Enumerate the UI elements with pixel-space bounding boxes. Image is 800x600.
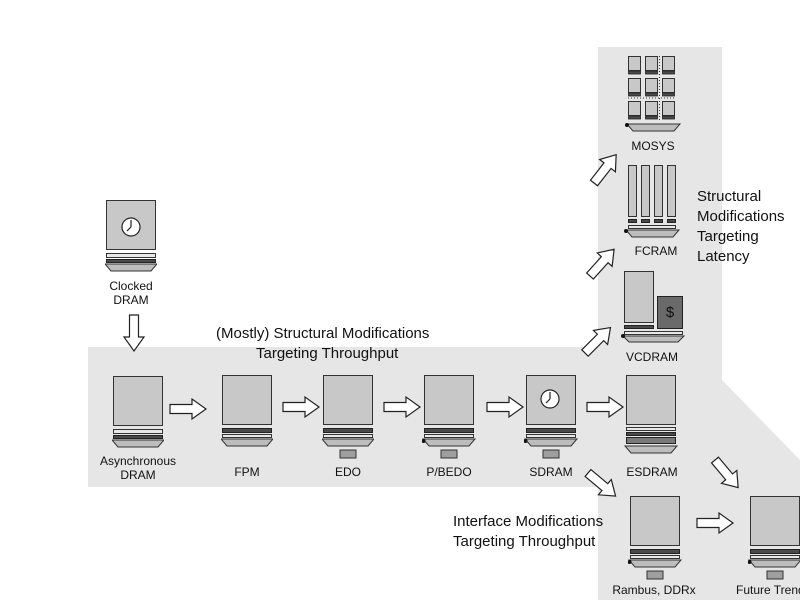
pbedo-label: P/BEDO	[426, 465, 472, 479]
sdram-chip	[524, 375, 578, 461]
interface-caption-line2: Targeting Throughput	[453, 533, 596, 550]
fpm-label: FPM	[234, 465, 260, 479]
throughput-caption-line1: (Mostly) Structural Modifications	[216, 325, 430, 342]
latency-caption-line3: Targeting	[697, 228, 759, 245]
latency-caption-line1: Structural	[697, 188, 762, 205]
edo-chip	[322, 375, 374, 461]
future-trends-label: Future Trends	[736, 583, 800, 597]
esdram-chip	[624, 375, 678, 461]
async-dram-label-line2: DRAM	[120, 468, 156, 482]
rambus-chip	[628, 496, 686, 582]
async-dram-label-line1: Asynchronous	[99, 454, 177, 468]
pbedo-chip	[422, 375, 476, 461]
clocked-dram-label-line1: Clocked	[109, 279, 153, 293]
interface-caption-line1: Interface Modifications	[453, 513, 604, 530]
esdram-label: ESDRAM	[626, 465, 678, 479]
fcram-chip	[624, 165, 680, 239]
vcdram-label: VCDRAM	[625, 350, 678, 364]
clocked-dram-chip	[105, 200, 157, 272]
vcdram-chip: $	[620, 271, 686, 343]
sdram-label: SDRAM	[529, 465, 573, 479]
fpm-chip	[221, 375, 273, 447]
future-trends-chip	[748, 496, 800, 582]
edo-label: EDO	[334, 465, 361, 479]
rambus-label: Rambus, DDRx	[612, 583, 696, 597]
mosys-label: MOSYS	[631, 139, 675, 153]
throughput-caption-line2: Targeting Throughput	[256, 345, 399, 362]
latency-caption-line4: Latency	[697, 248, 750, 265]
mosys-chip	[624, 54, 682, 134]
clocked-dram-label-line2: DRAM	[113, 293, 149, 307]
clock-icon	[121, 217, 141, 237]
fcram-label: FCRAM	[634, 244, 678, 258]
dollar-icon: $	[665, 304, 675, 321]
clock-icon	[540, 389, 560, 409]
async-dram-chip	[112, 376, 164, 448]
latency-caption-line2: Modifications	[697, 208, 785, 225]
